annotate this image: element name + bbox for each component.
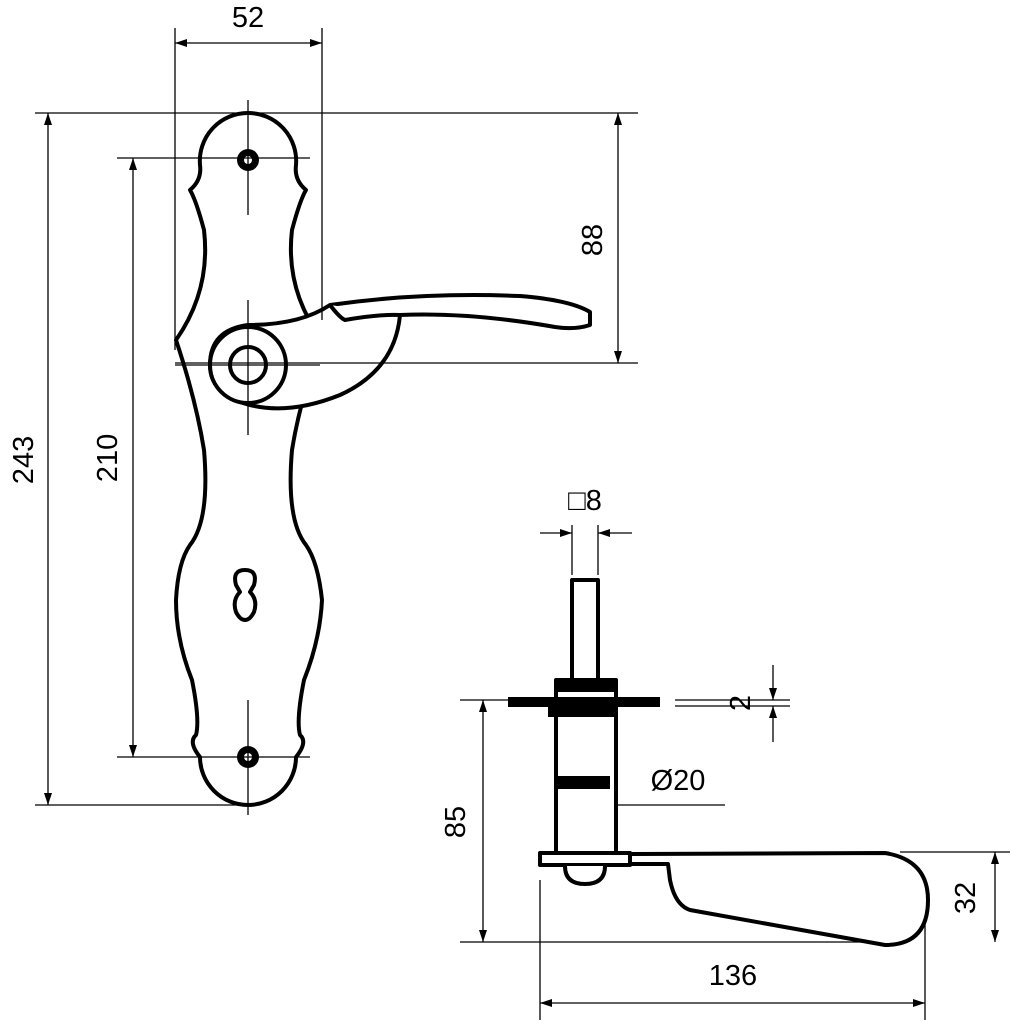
backplate-outline: [174, 110, 324, 807]
spindle: [570, 578, 600, 687]
rose-plate: [508, 697, 660, 707]
dim-spindle-square: □8: [568, 485, 602, 517]
dim-plate-height: 243: [8, 436, 40, 484]
dim-handle-height: 88: [577, 224, 609, 256]
dim-plate-width: 52: [232, 2, 264, 34]
dim-neck-diameter: Ø20: [651, 765, 706, 797]
lever-side: [626, 851, 930, 947]
keyhole-icon: [232, 568, 258, 622]
dimension-lines: [35, 28, 1010, 1020]
dim-rose-thickness: 2: [725, 695, 757, 711]
dim-lever-length: 136: [709, 960, 757, 992]
dim-lever-height: 32: [950, 882, 982, 914]
front-view: [174, 100, 592, 815]
dim-screw-spacing: 210: [92, 434, 124, 482]
lever-base: [538, 851, 632, 867]
dim-projection: 85: [440, 806, 472, 838]
side-view: [508, 578, 930, 947]
